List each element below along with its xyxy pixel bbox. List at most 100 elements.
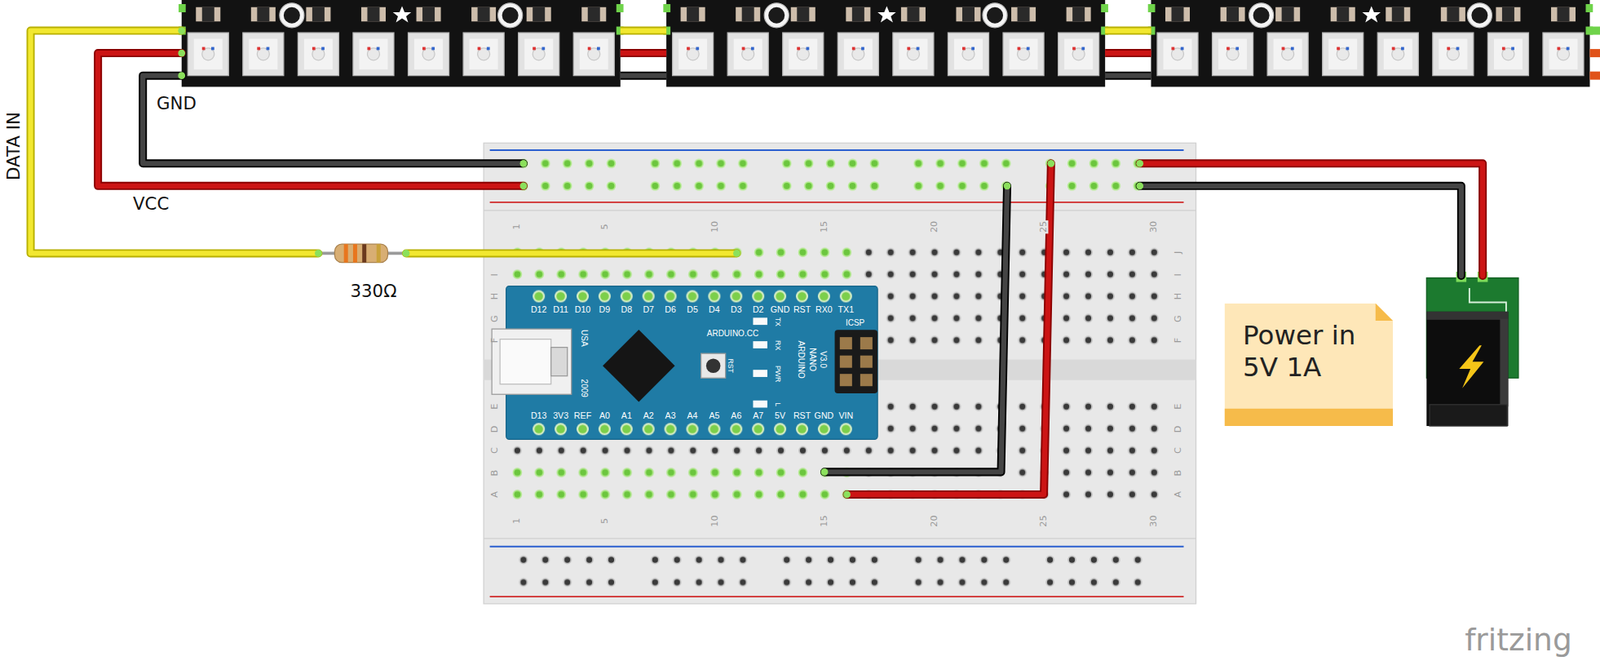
arduino-nano [551, 347, 568, 376]
wires [30, 30, 319, 254]
board-marking: 2009 [579, 379, 588, 398]
board-marking: V3.0 [817, 350, 827, 368]
led-strip [1104, 27, 1151, 33]
breadboard [483, 209, 1196, 211]
wires [97, 53, 524, 186]
pin-label: A5 [708, 411, 720, 420]
led-strip [662, 0, 1109, 87]
watermark: fritzing [1464, 623, 1573, 655]
board-marking: RST [726, 358, 734, 373]
pin-label: D8 [620, 304, 633, 314]
pin-label: D13 [530, 411, 548, 420]
breadboard [490, 545, 1185, 548]
dc-power-jack [1499, 318, 1508, 407]
wires [1003, 181, 1012, 190]
pin-label: GND [814, 411, 835, 420]
wires [177, 49, 186, 58]
breadboard [775, 548, 886, 593]
component-value: 330Ω [350, 282, 398, 301]
row-letter: F [490, 337, 500, 343]
led-label: TX [773, 317, 782, 327]
row-letter: H [490, 292, 500, 300]
pin-label: A6 [730, 411, 742, 420]
pin-label: D10 [574, 304, 592, 314]
resistor-symbol [344, 243, 349, 263]
wires [30, 30, 319, 254]
arduino-nano [602, 329, 675, 403]
row-letter: J [1173, 251, 1184, 254]
wires [824, 185, 1008, 473]
wires [177, 26, 186, 35]
note-shape [1375, 303, 1393, 321]
board-marking: ICSP [845, 319, 865, 329]
breadboard [1038, 548, 1150, 593]
led-strip [1104, 50, 1151, 56]
dc-power-jack [1426, 271, 1519, 426]
led-strip [1148, 0, 1594, 87]
dc-power-jack [1429, 404, 1508, 426]
wires [406, 248, 737, 257]
pin-label: A1 [621, 411, 633, 420]
led-strip [620, 71, 667, 80]
pin-label: D11 [552, 304, 569, 314]
arduino-nano [706, 358, 721, 373]
wires [1047, 159, 1055, 168]
arduino-nano [752, 400, 768, 408]
led-strip [1104, 71, 1151, 80]
arduino-nano [752, 340, 768, 349]
column-number: 25 [1039, 220, 1050, 235]
row-letter: I [490, 272, 500, 275]
pin-label: A7 [752, 411, 764, 420]
wires [824, 185, 1008, 473]
note-shape [1224, 303, 1393, 426]
led-strip [620, 73, 667, 79]
row-letter: G [490, 314, 500, 323]
pin-label: D4 [708, 304, 721, 314]
led-strip [1104, 73, 1151, 79]
wires [1140, 163, 1483, 276]
breadboard [512, 548, 623, 593]
board-marking: NANO [807, 347, 816, 372]
breadboard [490, 201, 1185, 204]
breadboard [506, 241, 858, 286]
pin-label: A3 [665, 411, 677, 420]
row-letter: I [1173, 272, 1184, 275]
row-letter: D [1173, 424, 1184, 433]
wires [1135, 159, 1144, 168]
breadboard [775, 152, 886, 198]
column-number: 30 [1149, 220, 1159, 235]
arduino-nano [839, 336, 853, 350]
breadboard [483, 142, 1196, 604]
row-letter: E [1173, 403, 1184, 410]
row-letter: B [1173, 468, 1184, 476]
breadboard [644, 548, 755, 593]
arduino-nano [527, 417, 858, 440]
arduino-nano [527, 285, 858, 308]
arduino-nano [835, 329, 879, 394]
wires [142, 75, 524, 164]
arduino-nano [701, 353, 726, 378]
pin-label: REF [574, 411, 592, 420]
pin-label: D6 [664, 304, 677, 314]
column-number: 10 [710, 220, 721, 235]
pin-label: RST [793, 304, 811, 314]
wires [733, 249, 741, 257]
wires [314, 249, 323, 257]
wires [847, 163, 1052, 495]
column-number: 5 [600, 517, 610, 526]
arduino-nano [839, 355, 853, 368]
dc-power-jack [1426, 311, 1508, 320]
resistor-symbol [334, 243, 388, 263]
arduino-nano [752, 317, 768, 325]
led-strip [620, 27, 667, 33]
pin-label: A0 [599, 411, 610, 420]
pin-label: RX0 [815, 304, 833, 314]
wire-label: GND [156, 95, 197, 114]
wires [847, 163, 1052, 495]
wires [142, 75, 524, 164]
pin-label: A2 [643, 411, 655, 420]
led-label: RX [773, 340, 782, 350]
wires [402, 249, 411, 257]
pin-label: TX1 [838, 304, 855, 314]
